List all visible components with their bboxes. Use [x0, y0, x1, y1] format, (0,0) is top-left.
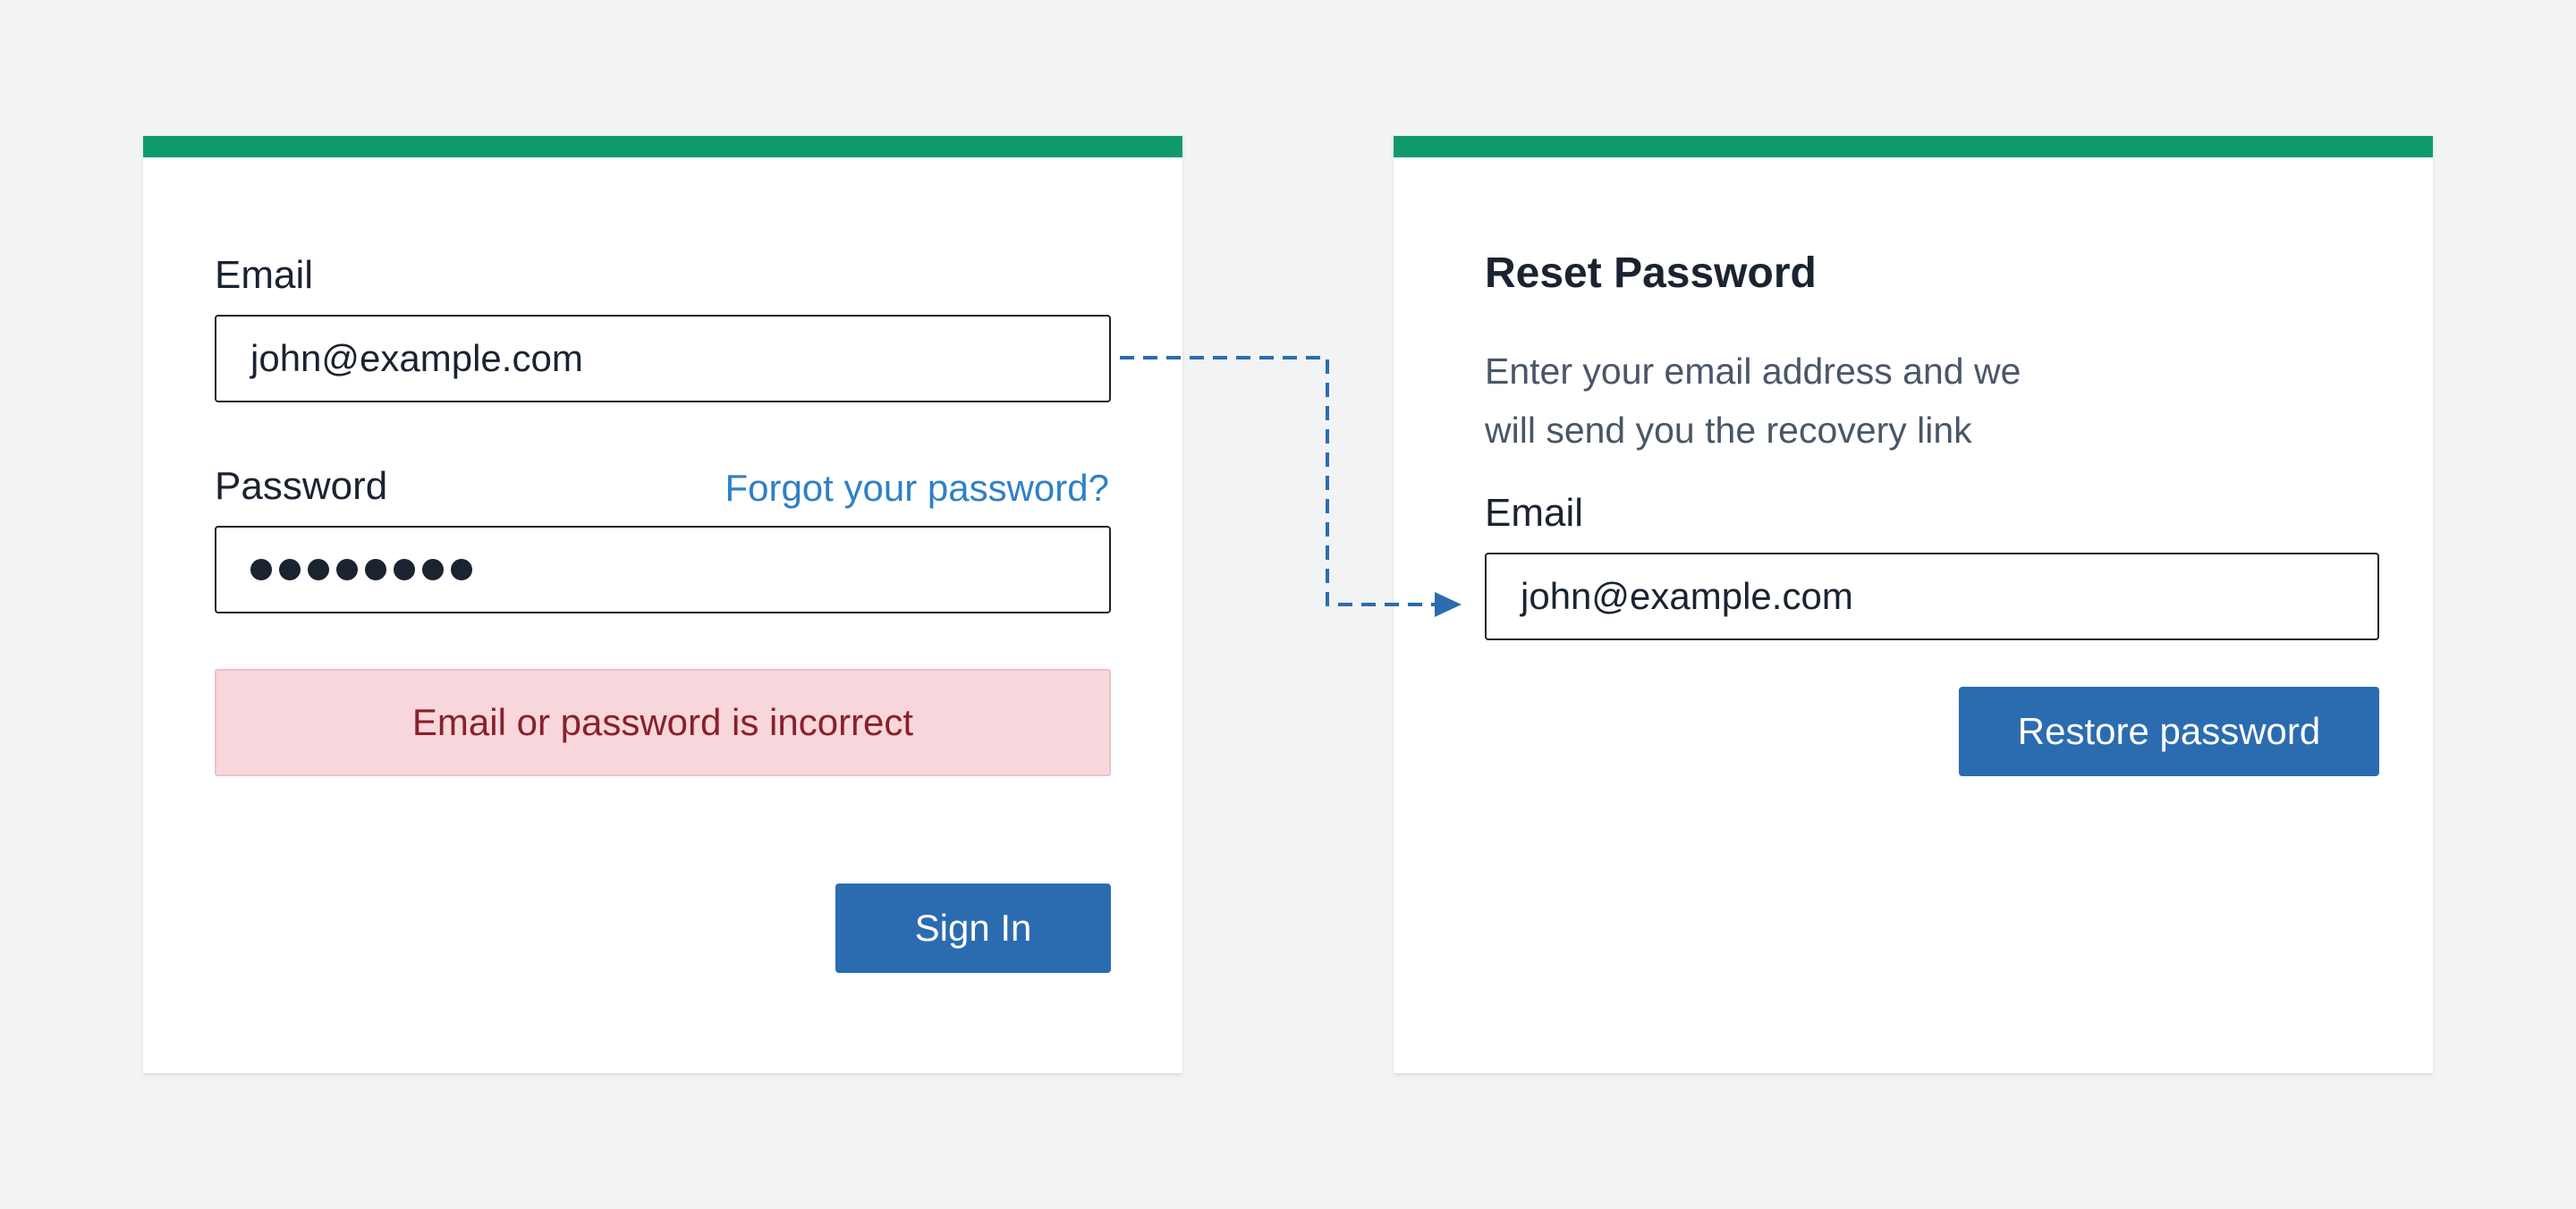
error-alert: Email or password is incorrect: [215, 669, 1111, 776]
sign-in-button[interactable]: Sign In: [835, 884, 1111, 973]
forgot-password-link[interactable]: Forgot your password?: [724, 467, 1109, 509]
error-message: Email or password is incorrect: [411, 701, 914, 743]
email-label: Email: [215, 253, 314, 297]
email-value: john@example.com: [250, 337, 583, 379]
password-dot: [250, 559, 272, 580]
reset-password-card: Reset Password Enter your email address …: [1394, 136, 2433, 1073]
password-dot: [308, 559, 329, 580]
password-mask: [250, 559, 472, 580]
password-dot: [394, 559, 415, 580]
connector-path: [1120, 356, 1442, 606]
reset-email-label: Email: [1485, 491, 1584, 535]
reset-description: Enter your email address and we will sen…: [1485, 342, 2165, 460]
email-field[interactable]: john@example.com: [215, 315, 1111, 402]
reset-description-line-1: Enter your email address and we: [1485, 351, 2021, 392]
reset-description-line-2: will send you the recovery link: [1485, 410, 1972, 451]
login-card: Email john@example.com Password Forgot y…: [143, 136, 1182, 1073]
password-dot: [451, 559, 472, 580]
reset-password-title: Reset Password: [1485, 249, 1817, 297]
restore-password-button[interactable]: Restore password: [1959, 687, 2379, 776]
password-dot: [422, 559, 444, 580]
reset-email-value: john@example.com: [1521, 575, 1853, 617]
password-dot: [336, 559, 358, 580]
password-dot: [365, 559, 386, 580]
password-dot: [279, 559, 301, 580]
password-field[interactable]: [215, 526, 1111, 613]
reset-email-field[interactable]: john@example.com: [1485, 553, 2379, 640]
password-label: Password: [215, 464, 388, 508]
connector-arrowhead-icon: [1435, 592, 1462, 617]
